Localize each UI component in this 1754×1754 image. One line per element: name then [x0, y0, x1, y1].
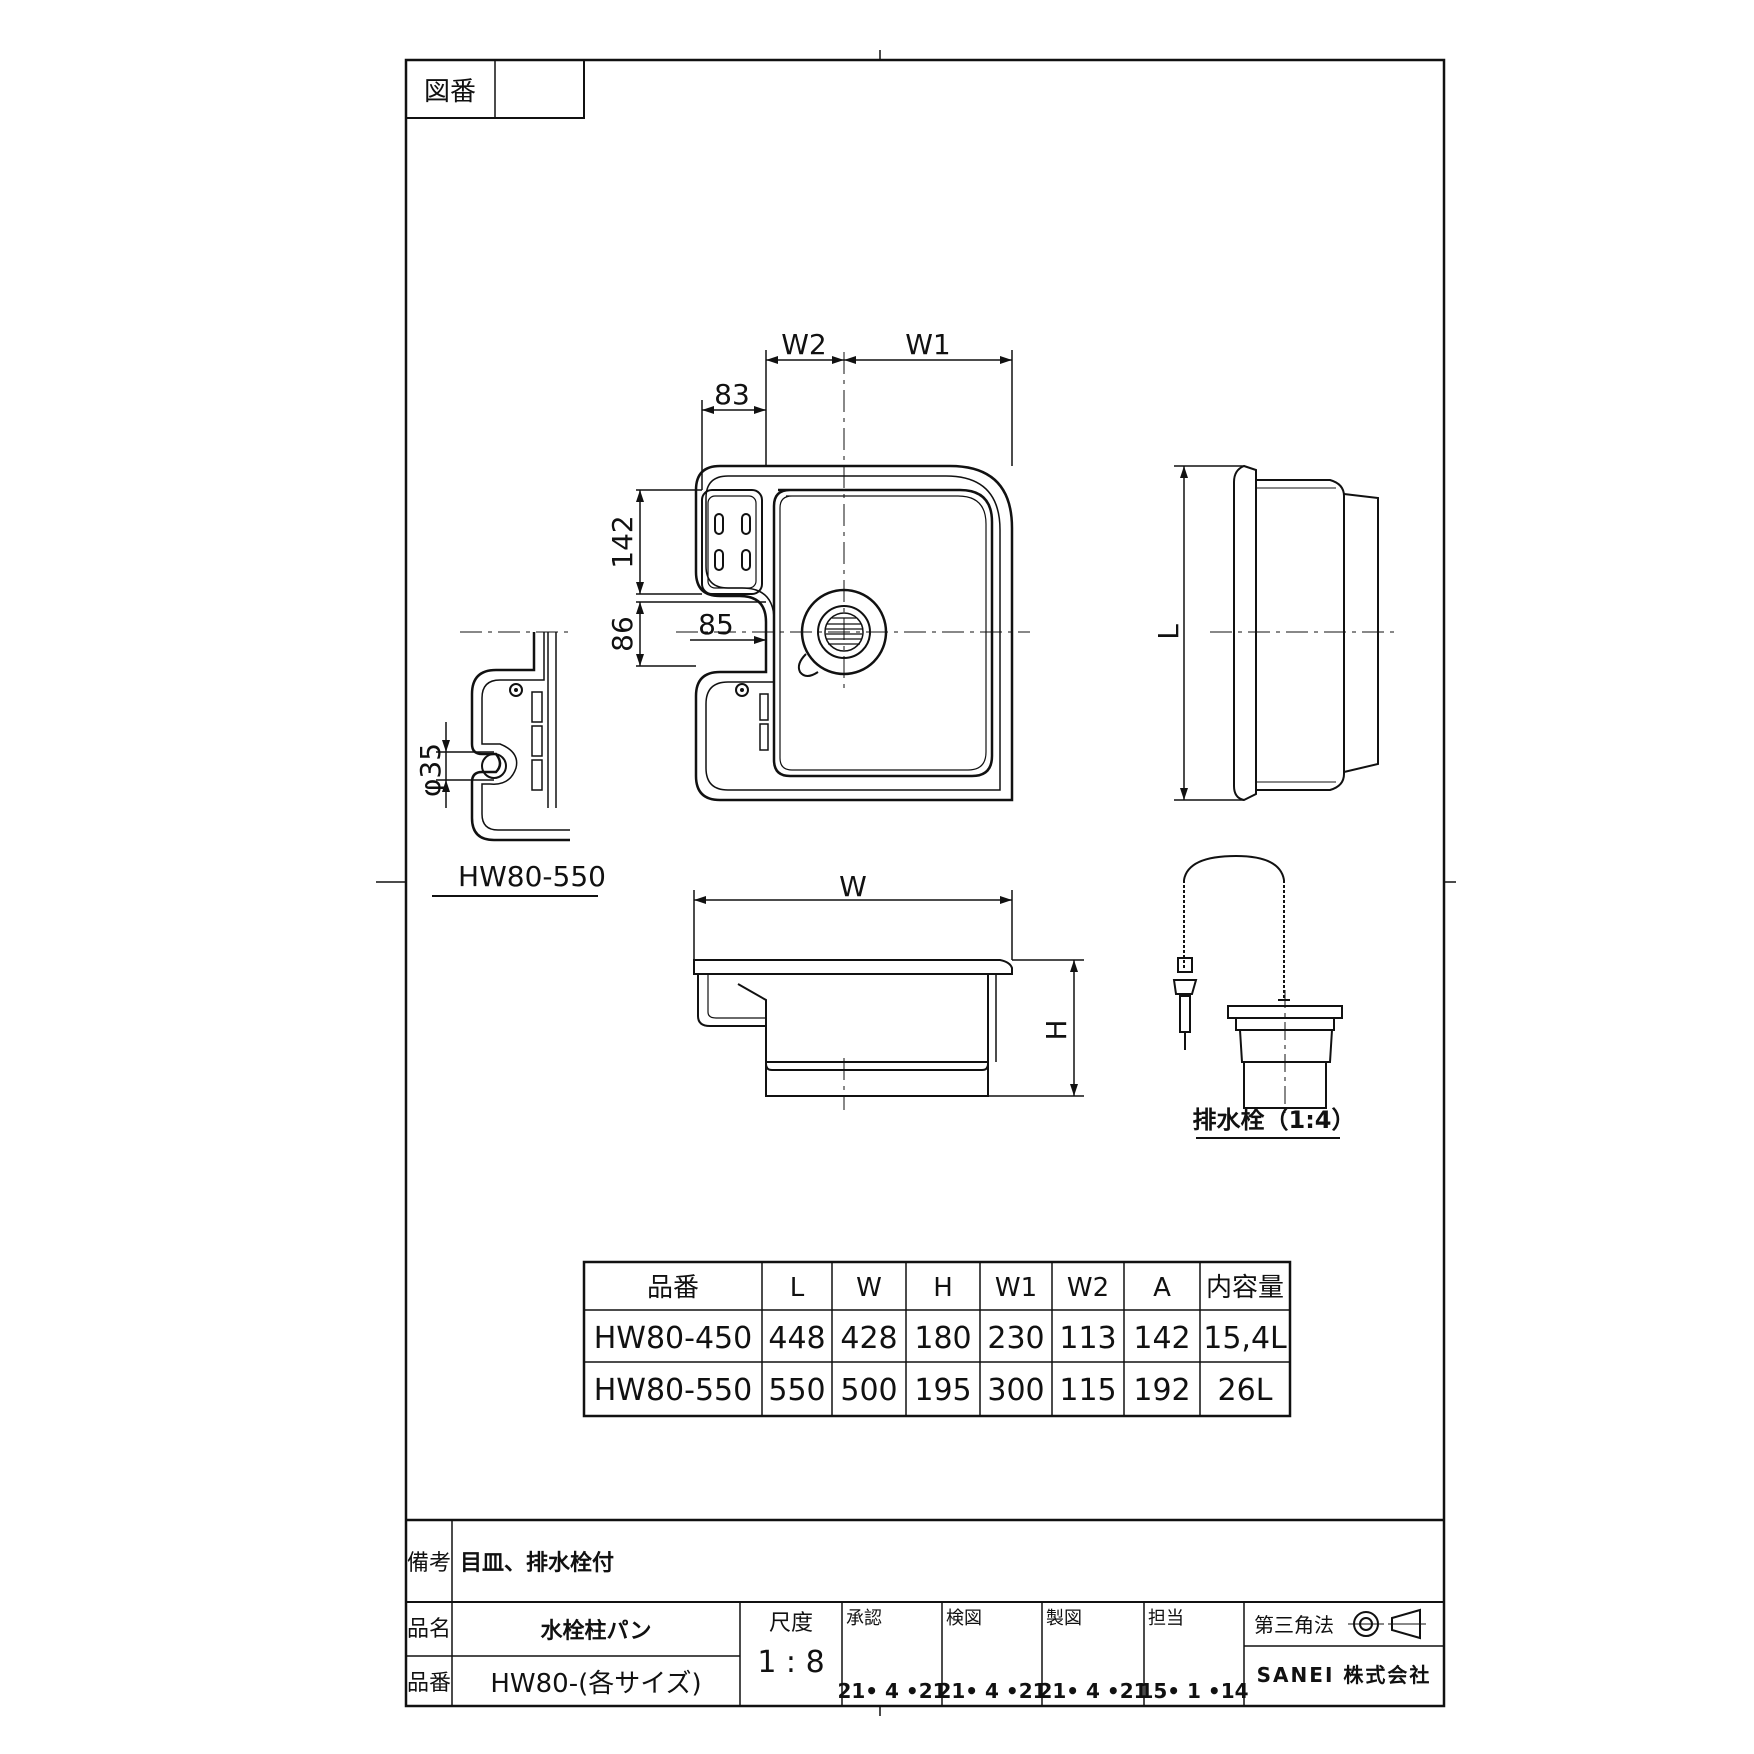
- dim-86: 86: [606, 616, 639, 652]
- dim-85: 85: [698, 608, 734, 641]
- check-date: 21• 4 •21: [937, 1679, 1046, 1703]
- drain-plug-caption: 排水栓（1:4）: [1193, 1106, 1356, 1134]
- drain-outlet: [797, 588, 888, 677]
- product-name: 水栓柱パン: [540, 1619, 651, 1644]
- table-cell: HW80-550: [594, 1373, 752, 1408]
- table-cell: 195: [914, 1373, 971, 1408]
- table-cell: 230: [987, 1321, 1044, 1356]
- sheet-frame: [404, 58, 1446, 1708]
- number-label: 品番: [407, 1671, 451, 1696]
- header-cell: A: [1153, 1273, 1171, 1303]
- header-cell: 内容量: [1206, 1273, 1284, 1303]
- product-number: HW80-(各サイズ): [490, 1669, 701, 1699]
- top-view-centerlines: [676, 352, 1030, 690]
- table-cell: 192: [1133, 1373, 1190, 1408]
- company-name: SANEI 株式会社: [1257, 1663, 1432, 1687]
- dimension-arrows-top: [636, 356, 1012, 666]
- side-view-right: L: [1152, 464, 1400, 802]
- header-cell: W: [856, 1273, 882, 1303]
- top-view: W2 W1 83 142 86 85: [606, 328, 1030, 802]
- remarks-text: 目皿、排水栓付: [460, 1551, 614, 1576]
- header-cell: W2: [1067, 1273, 1109, 1303]
- table-cell: 15,4L: [1203, 1321, 1287, 1356]
- dim-phi35: φ35: [414, 743, 447, 797]
- drain-plug-detail: 排水栓（1:4）: [1172, 854, 1356, 1139]
- dim-142: 142: [606, 515, 639, 568]
- name-label: 品名: [407, 1617, 451, 1642]
- drawing-number-label: 図番: [424, 77, 476, 107]
- top-view-outline: [694, 464, 1014, 802]
- scale-label: 尺度: [769, 1611, 813, 1636]
- soap-tray-slots: [714, 513, 751, 571]
- projection-label: 第三角法: [1254, 1613, 1334, 1637]
- spec-table-header: 品番 L W H W1 W2 A 内容量: [647, 1273, 1284, 1303]
- drawing-number-box: 図番: [405, 59, 585, 119]
- table-cell: 550: [768, 1373, 825, 1408]
- title-block: 備考 目皿、排水栓付 品名 水栓柱パン 品番 HW80-(各サイズ) 尺度 1 …: [406, 1518, 1444, 1706]
- detail-hw80-550: φ35 HW80-550: [414, 631, 606, 897]
- spec-table: 品番 L W H W1 W2 A 内容量 HW80-450 448 428 18…: [582, 1260, 1292, 1418]
- table-cell: 26L: [1218, 1373, 1273, 1408]
- table-cell: 113: [1059, 1321, 1116, 1356]
- charge-label: 担当: [1148, 1608, 1184, 1629]
- third-angle-projection-icon: [1348, 1608, 1426, 1640]
- drafting-date: 21• 4 •21: [1038, 1679, 1147, 1703]
- front-view: W H: [693, 870, 1084, 1110]
- header-cell: H: [933, 1273, 953, 1303]
- dim-w1: W1: [905, 328, 951, 361]
- soap-tray: [701, 489, 763, 595]
- table-cell: 448: [768, 1321, 825, 1356]
- table-cell: 428: [840, 1321, 897, 1356]
- header-cell: W1: [995, 1273, 1037, 1303]
- table-cell: 500: [840, 1373, 897, 1408]
- table-cell: 115: [1059, 1373, 1116, 1408]
- dim-w2: W2: [781, 328, 827, 361]
- table-cell: 142: [1133, 1321, 1190, 1356]
- dim-83: 83: [714, 378, 750, 411]
- dimension-lines-top: [636, 350, 1013, 667]
- header-cell: 品番: [647, 1273, 699, 1303]
- scale-value: 1 : 8: [757, 1645, 824, 1680]
- centering-marks: [376, 50, 1456, 1716]
- charge-date: 15• 1 •14: [1139, 1679, 1248, 1703]
- header-cell: L: [790, 1273, 805, 1303]
- check-label: 検図: [946, 1608, 982, 1629]
- dim-l: L: [1152, 624, 1185, 640]
- table-cell: 300: [987, 1373, 1044, 1408]
- table-row: HW80-550 550 500 195 300 115 192 26L: [594, 1373, 1273, 1408]
- table-row: HW80-450 448 428 180 230 113 142 15,4L: [594, 1321, 1287, 1356]
- drafting-label: 製図: [1046, 1608, 1082, 1629]
- dim-w: W: [839, 870, 867, 903]
- basin: [772, 488, 994, 778]
- table-cell: 180: [914, 1321, 971, 1356]
- table-cell: HW80-450: [594, 1321, 752, 1356]
- approval-date: 21• 4 •21: [837, 1679, 946, 1703]
- remarks-label: 備考: [407, 1551, 451, 1576]
- dim-h: H: [1040, 1019, 1073, 1040]
- detail-caption: HW80-550: [458, 860, 606, 893]
- approval-label: 承認: [846, 1608, 882, 1629]
